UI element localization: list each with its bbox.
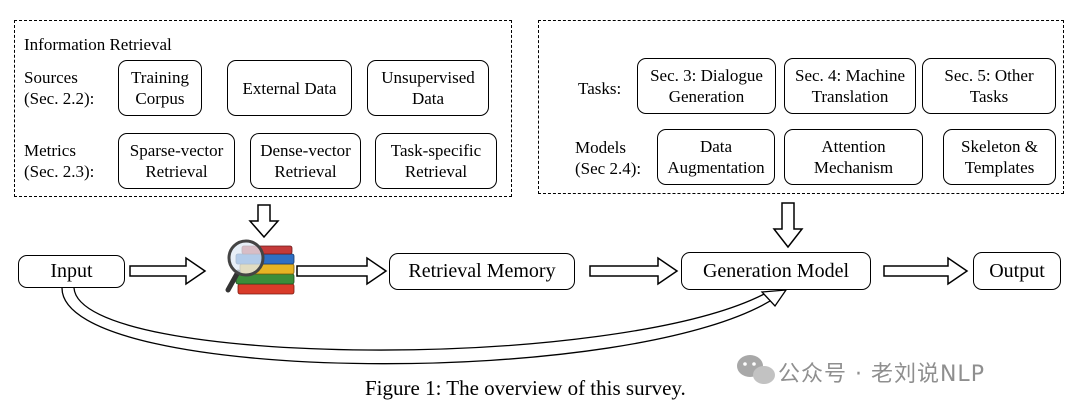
input-box: Input — [18, 255, 125, 288]
bypass-curve-inner — [73, 287, 769, 351]
task-machine-translation: Sec. 4: Machine Translation — [784, 58, 916, 114]
metrics-label: Metrics (Sec. 2.3): — [24, 141, 95, 181]
tasks-label: Tasks: — [578, 79, 622, 98]
model-skeleton-templates: Skeleton & Templates — [943, 129, 1056, 185]
source-unsupervised-data: Unsupervised Data — [367, 60, 489, 116]
sources-label: Sources (Sec. 2.2): — [24, 68, 95, 108]
down-arrow-gen — [772, 202, 804, 249]
generation-model-box: Generation Model — [681, 252, 871, 290]
arrow-icon-to-memory — [296, 256, 388, 286]
arrow-input-to-icon — [129, 256, 207, 286]
source-external-data: External Data — [227, 60, 352, 116]
figure-caption: Figure 1: The overview of this survey. — [365, 376, 686, 400]
information-retrieval-panel — [14, 20, 512, 197]
output-box: Output — [973, 252, 1061, 290]
model-data-augmentation: Data Augmentation — [657, 129, 775, 185]
bypass-arrowhead — [760, 289, 788, 308]
wechat-icon — [737, 355, 775, 384]
source-training-corpus: Training Corpus — [118, 60, 202, 116]
arrow-memory-to-model — [589, 256, 679, 286]
arrow-model-to-output — [883, 256, 969, 286]
ir-panel-title: Information Retrieval — [24, 35, 172, 54]
task-other-tasks: Sec. 5: Other Tasks — [922, 58, 1056, 114]
retrieval-memory-box: Retrieval Memory — [389, 253, 575, 290]
metric-task-specific: Task-specific Retrieval — [375, 133, 497, 189]
bypass-curve-outer — [61, 287, 779, 365]
task-dialogue-generation: Sec. 3: Dialogue Generation — [637, 58, 776, 114]
metric-sparse-vector: Sparse-vector Retrieval — [118, 133, 235, 189]
generation-panel — [538, 20, 1064, 194]
metric-dense-vector: Dense-vector Retrieval — [250, 133, 361, 189]
model-attention-mechanism: Attention Mechanism — [784, 129, 923, 185]
magnifier-over-books-icon — [225, 239, 295, 295]
down-arrow-ir — [248, 204, 280, 239]
models-label: Models (Sec 2.4): — [575, 138, 642, 178]
watermark: 公众号 · 老刘说NLP — [778, 362, 985, 387]
